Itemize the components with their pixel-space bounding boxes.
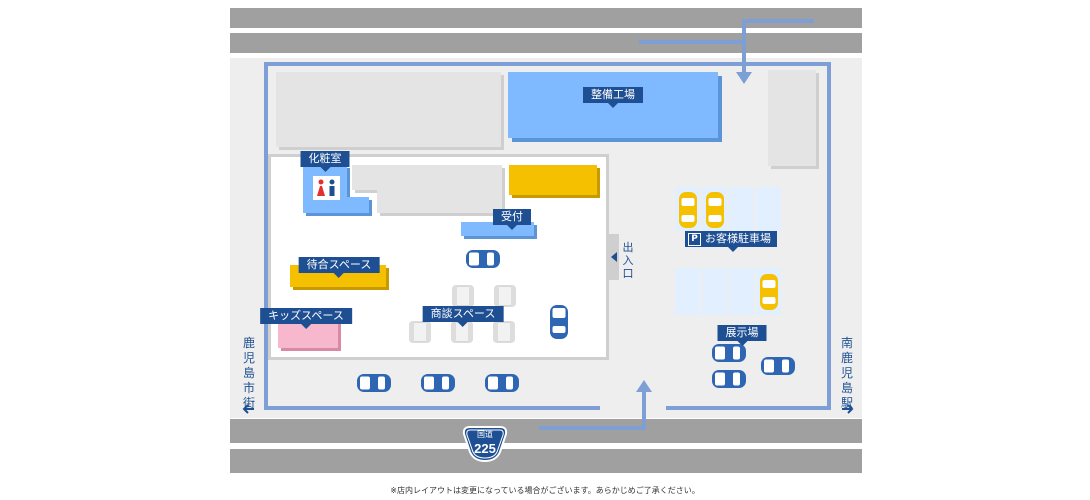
customer-car-icon [706, 192, 724, 228]
parked-car-icon [421, 374, 455, 392]
road-bottom-1 [230, 419, 862, 443]
showroom-car-icon [761, 357, 795, 375]
route-label: 国道 [477, 430, 493, 439]
parked-car-icon [357, 374, 391, 392]
meeting-space-label: 商談スペース [422, 306, 504, 327]
parking-p-icon: P [688, 233, 701, 246]
showroom-car-icon [712, 370, 746, 388]
waiting-space-label: 待合スペース [298, 257, 380, 278]
showroom-label: 展示場 [717, 325, 767, 346]
left-direction-label: 鹿児島市街 [242, 336, 255, 410]
building-top-left [276, 72, 501, 147]
interior-block-2 [377, 190, 502, 213]
parked-car-icon [485, 374, 519, 392]
customer-parking-text: お客様駐車場 [705, 232, 771, 245]
route-number: 225 [474, 441, 496, 456]
interior-block-1 [352, 165, 502, 190]
building-right [768, 70, 816, 166]
road-top-1 [230, 8, 862, 28]
display-car-icon [466, 250, 500, 268]
access-route [264, 19, 831, 430]
arrow-left-icon [242, 404, 254, 414]
restroom-label: 化粧室 [300, 151, 350, 172]
arrow-up-entry-icon [636, 380, 652, 392]
customer-car-icon [760, 274, 778, 310]
arrow-right-icon [842, 404, 854, 414]
road-bottom-2 [230, 449, 862, 473]
exit-arrow-icon [611, 252, 617, 262]
yellow-block [509, 165, 597, 195]
customer-parking-label: P お客様駐車場 [685, 231, 777, 247]
restroom-people-icon [317, 179, 335, 196]
customer-parking-pointer [728, 247, 738, 252]
reception-label: 受付 [493, 209, 531, 230]
customer-car-icon [679, 192, 697, 228]
arrow-down-entry-icon [736, 72, 752, 84]
route-shield-icon [462, 426, 508, 463]
layout-disclaimer: ※店内レイアウトは変更になっている場合がございます。あらかじめご了承ください。 [390, 486, 700, 495]
right-direction-label: 南鹿児島駅 [840, 336, 853, 410]
exit-label: 出入口 [622, 241, 634, 280]
maintenance-workshop-label: 整備工場 [583, 87, 643, 108]
restroom-area-base [347, 197, 369, 213]
kids-space-label: キッズスペース [260, 308, 352, 329]
road-top-2 [230, 33, 862, 53]
display-car-icon [550, 305, 568, 339]
showroom-car-icon [712, 344, 746, 362]
